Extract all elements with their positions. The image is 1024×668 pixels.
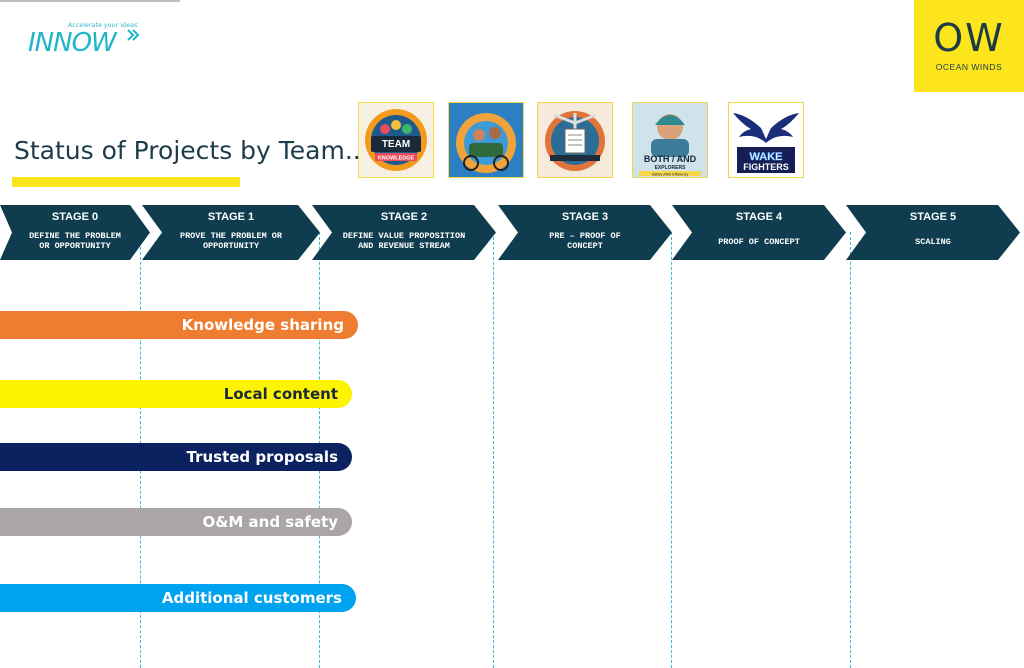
- stage-description: SCALING: [915, 237, 951, 247]
- stage-label: STAGE 3: [561, 211, 609, 223]
- stage-4-chevron: STAGE 4 PROOF OF CONCEPT: [672, 205, 846, 260]
- badge-text: TEAM: [382, 139, 410, 150]
- top-rule: [0, 0, 180, 2]
- project-bar-knowledge-sharing: Knowledge sharing: [0, 311, 358, 339]
- innow-wordmark: INNOW: [28, 28, 117, 58]
- project-bar-additional-customers: Additional customers: [0, 584, 356, 612]
- project-bar-trusted-proposals: Trusted proposals: [0, 443, 352, 471]
- innow-tagline: Accelerate your ideas: [68, 22, 138, 29]
- stage-label: STAGE 2: [380, 211, 428, 223]
- team-wake-fighters-badge: WAKE FIGHTERS: [728, 102, 804, 178]
- title-underline: [12, 177, 240, 187]
- badge-subtext: EXPLORERS: [655, 165, 687, 171]
- ocean-winds-logo: OW OCEAN WINDS: [914, 0, 1024, 92]
- chevron-double-right-icon: [127, 29, 140, 41]
- stage-label: STAGE 5: [909, 211, 957, 223]
- team-knowledge-badge: TEAM KNOWLEDGE: [358, 102, 434, 178]
- stage-boundary-line: [493, 232, 494, 668]
- stage-boundary-line: [671, 232, 672, 668]
- badge-subtext: KNOWLEDGE: [378, 156, 415, 162]
- stage-label: STAGE 0: [51, 211, 99, 223]
- innow-logo: Accelerate your ideas INNOW: [28, 22, 148, 58]
- stage-5-chevron: STAGE 5 SCALING: [846, 205, 1020, 260]
- stage-label: STAGE 4: [735, 211, 783, 223]
- page-title: Status of Projects by Team...: [14, 136, 369, 165]
- project-bar-om-and-safety: O&M and safety: [0, 508, 352, 536]
- project-bar-local-content: Local content: [0, 380, 352, 408]
- stage-boundary-line: [850, 232, 851, 668]
- stage-description: PROOF OF CONCEPT: [718, 237, 800, 247]
- badge-text: WAKE: [750, 151, 783, 163]
- team-cyclists-badge: [448, 102, 524, 178]
- team-both-and-explorers-badge: BOTH / AND EXPLORERS Safety AND Efficien…: [632, 102, 708, 178]
- team-windmill-badge: [537, 102, 613, 178]
- ow-name: OCEAN WINDS: [935, 62, 1003, 72]
- badge-subtext: FIGHTERS: [743, 162, 789, 172]
- badge-text: BOTH / AND: [644, 154, 697, 164]
- ow-mark: OW: [933, 16, 1005, 60]
- badge-tagline: Safety AND Efficiency: [652, 172, 689, 176]
- stage-label: STAGE 1: [207, 211, 255, 223]
